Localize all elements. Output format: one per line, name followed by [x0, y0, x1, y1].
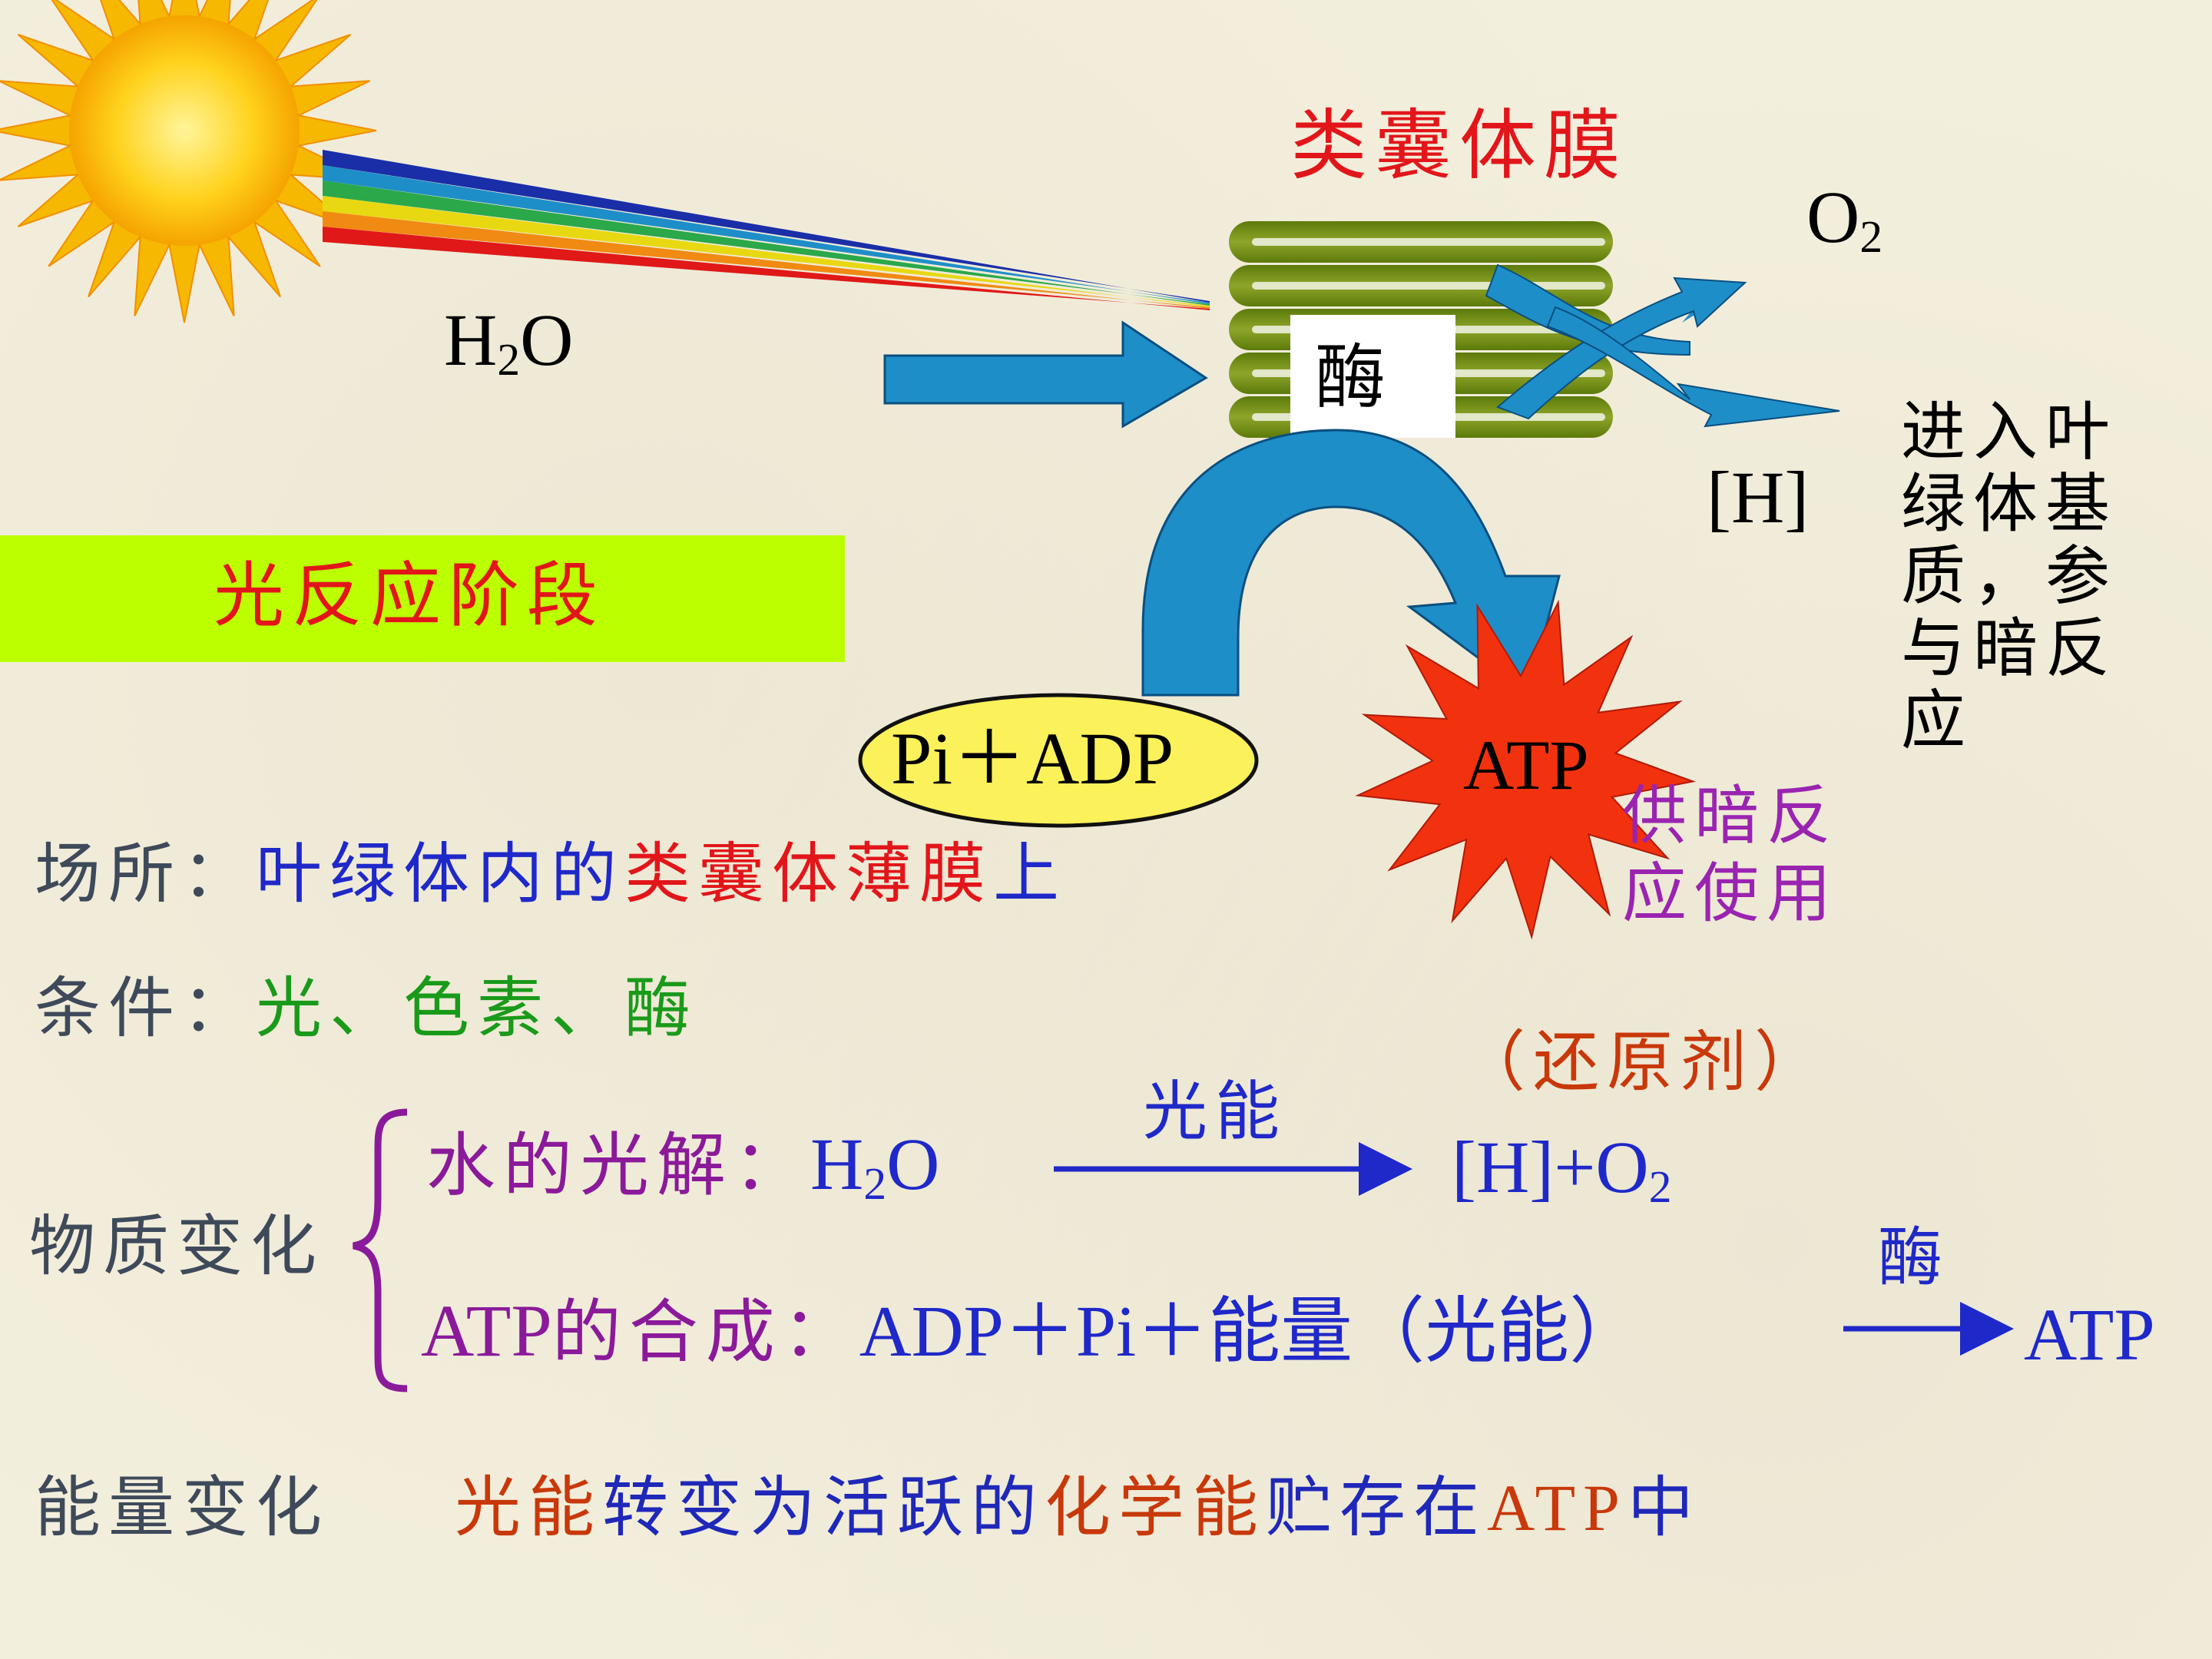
h-destination-note: 进入叶 绿体基 质，参 与暗反 应 — [1901, 396, 2118, 757]
light-energy-label: 光能 — [1143, 1074, 1288, 1149]
h-label: [H] — [1707, 456, 1810, 538]
atp-synthesis-prefix: ATP — [421, 1290, 552, 1372]
location-line: 场所：叶绿体内的类囊体薄膜上 — [35, 841, 1067, 907]
light-beam — [323, 150, 1210, 310]
energy-label: 能量变化 — [35, 1469, 329, 1546]
enzyme-box — [1290, 315, 1455, 438]
membrane-label: 类囊体膜 — [1290, 101, 1628, 190]
atp-synthesis-equation: ADP＋Pi＋能量（光能） — [859, 1292, 1642, 1372]
energy-segment: 转变为活跃的 — [602, 1469, 1045, 1546]
note-line: 与暗反 — [1901, 611, 2118, 687]
o2-main: O — [1806, 176, 1860, 258]
water-photolysis-label: 水的光解： — [426, 1125, 810, 1206]
enzyme-label: 酶 — [1315, 336, 1394, 419]
photolysis-product: [H]+O2 — [1452, 1131, 1672, 1210]
h2o-pre: H — [444, 299, 498, 381]
substance-label: 物质变化 — [29, 1208, 324, 1285]
o2-sub: 2 — [1859, 211, 1883, 263]
energy-segment: 中 — [1627, 1469, 1701, 1546]
conditions-label: 条件： — [35, 970, 256, 1047]
conditions-line: 条件：光、色素、酶 — [35, 975, 698, 1041]
atp-synthesis-label: 的合成： — [551, 1292, 859, 1373]
h2o-label: H2O — [444, 303, 573, 382]
energy-change-line: 光能转变为活跃的化学能贮存在ATP中 — [455, 1475, 1701, 1541]
note-line: 绿体基 — [1901, 466, 2118, 542]
reductant-note: （还原剂） — [1459, 1024, 1828, 1101]
o2-label: O2 — [1806, 180, 1883, 260]
pi-adp-label: Pi＋ADP — [891, 717, 1174, 800]
formula-part: H — [810, 1123, 864, 1205]
h2o-formula: H2O — [810, 1123, 940, 1207]
formula-part: O — [886, 1123, 940, 1205]
note-line: 应使用 — [1622, 855, 1839, 931]
note-line: 质，参 — [1901, 538, 2118, 614]
energy-segment: 化学能 — [1045, 1469, 1266, 1546]
formula-sub: 2 — [863, 1158, 887, 1210]
energy-segment: ATP — [1487, 1471, 1628, 1545]
enzyme-arrow-label: 酶 — [1878, 1220, 1951, 1295]
h2o-input-arrow — [883, 320, 1208, 429]
product-part: [H]+O — [1452, 1126, 1649, 1208]
location-label: 场所： — [35, 836, 256, 912]
location-suffix: 上 — [993, 836, 1067, 912]
sun-icon — [0, 0, 377, 323]
atp-synthesis-line: ATP的合成：ADP＋Pi＋能量（光能） — [421, 1294, 1641, 1369]
note-line: 应 — [1901, 683, 1974, 759]
split-output-arrows — [1485, 263, 1840, 428]
pi-adp-ellipse — [858, 693, 1259, 828]
water-photolysis-line: 水的光解：H2O — [426, 1128, 939, 1207]
atp-starburst — [1355, 599, 1697, 940]
atp-product: ATP — [2024, 1293, 2155, 1376]
brace — [353, 1108, 408, 1392]
atp-use-note: 供暗反 应使用 — [1622, 777, 1839, 932]
atp-label: ATP — [1463, 726, 1589, 804]
stage-label: 光反应阶段 — [214, 555, 606, 637]
conditions-text: 光、色素、酶 — [256, 970, 698, 1047]
note-line: 进入叶 — [1901, 394, 2118, 469]
location-text: 叶绿体内的 — [256, 836, 624, 912]
energy-segment: 贮存在 — [1266, 1469, 1487, 1546]
location-highlight: 类囊体薄膜 — [624, 836, 993, 912]
h2o-sub: 2 — [497, 334, 521, 386]
note-line: 供暗反 — [1622, 778, 1839, 853]
product-sub: 2 — [1648, 1161, 1672, 1213]
h2o-post: O — [520, 299, 574, 381]
phosphorylation-arrow — [1141, 429, 1561, 697]
stage-label-bg — [0, 535, 845, 662]
energy-segment: 光能 — [455, 1469, 602, 1546]
